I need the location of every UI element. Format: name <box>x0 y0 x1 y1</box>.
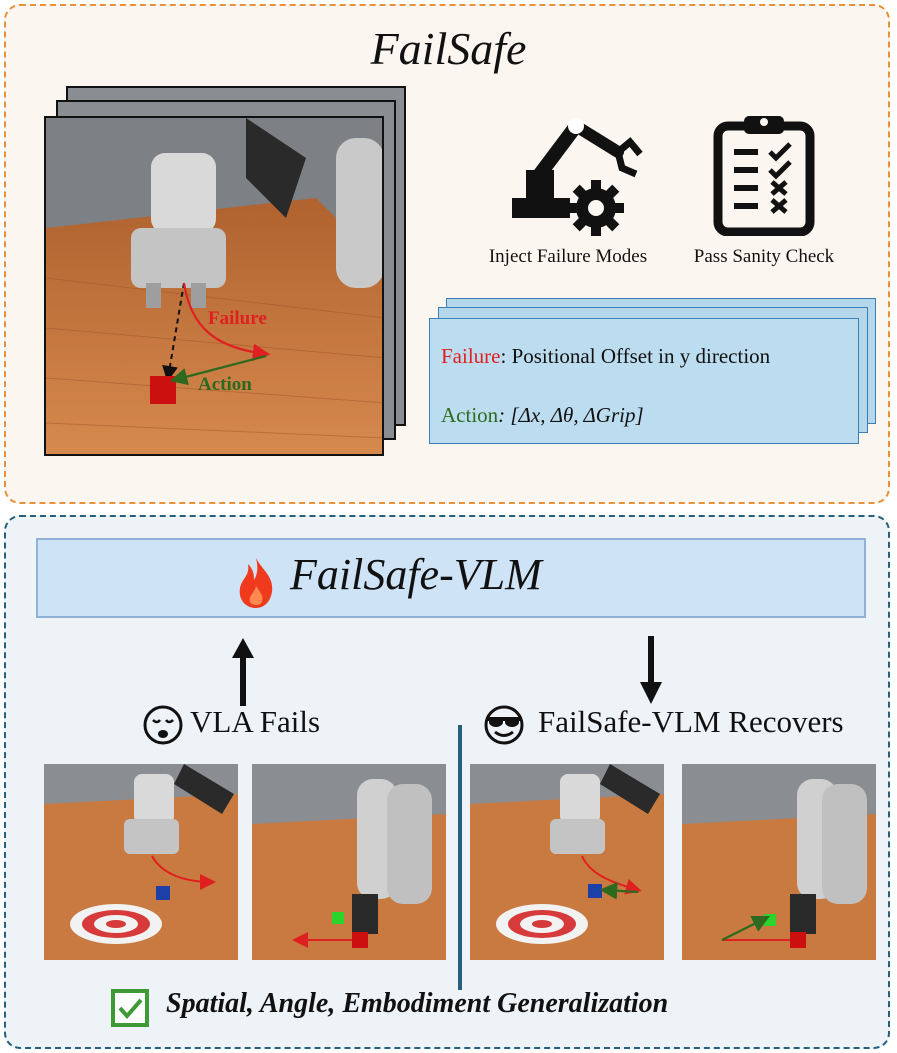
down-arrow-icon <box>640 636 662 704</box>
vertical-divider <box>458 725 462 990</box>
action-scene-label: Action <box>198 374 252 395</box>
inject-failure-label: Inject Failure Modes <box>488 246 648 267</box>
vlm-recover-scene-2 <box>682 764 876 960</box>
checkbox-checked-icon <box>111 989 149 1027</box>
generalization-caption: Spatial, Angle, Embodiment Generalizatio… <box>166 988 669 1019</box>
vlm-title: FailSafe-VLM <box>290 550 542 599</box>
sanity-check-label: Pass Sanity Check <box>693 246 835 267</box>
failure-scene-label: Failure <box>208 308 267 329</box>
action-text: : [Δx, Δθ, ΔGrip] <box>498 403 644 427</box>
action-key: Action <box>441 403 499 427</box>
vla-fail-scene-2 <box>252 764 446 960</box>
vla-fails-label: VLA Fails <box>190 704 321 739</box>
fire-icon <box>239 558 273 608</box>
vlm-recover-scene-1 <box>470 764 664 960</box>
failure-text: : Positional Offset in y direction <box>500 344 771 368</box>
clipboard-checklist-icon <box>713 116 815 236</box>
vlm-title-box <box>36 538 866 618</box>
robot-scene-illustration <box>46 118 382 454</box>
failsafe-title: FailSafe <box>370 23 527 74</box>
sad-face-icon <box>143 705 183 745</box>
failure-action-card <box>429 318 859 444</box>
failure-description: Failure: Positional Offset in y directio… <box>441 344 770 369</box>
robot-scene-image: Failure Action <box>44 116 384 456</box>
vlm-recovers-label: FailSafe-VLM Recovers <box>538 704 844 739</box>
failure-key: Failure <box>441 344 501 368</box>
action-description: Action: [Δx, Δθ, ΔGrip] <box>441 403 644 428</box>
vla-fail-scene-1 <box>44 764 238 960</box>
up-arrow-icon <box>232 638 254 706</box>
robot-arm-gear-icon <box>512 118 643 236</box>
sunglasses-face-icon <box>484 705 524 745</box>
